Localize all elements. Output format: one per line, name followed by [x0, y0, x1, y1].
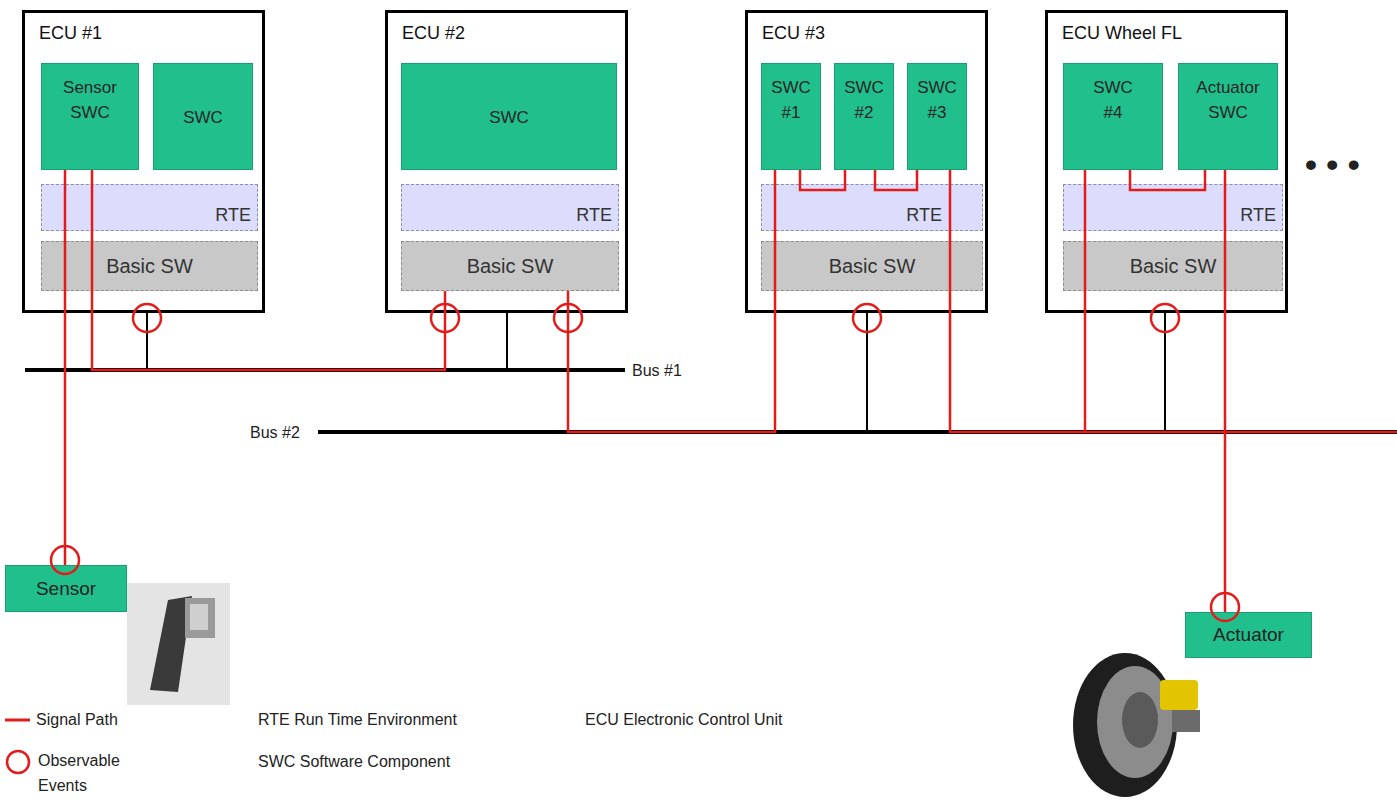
signal-path: [64, 170, 67, 565]
node-label: ECU #1: [39, 23, 102, 44]
bus-label-holder: Bus #1: [632, 359, 682, 384]
hub: [1122, 692, 1158, 748]
node-label: RTE: [906, 205, 942, 226]
bus-label: Bus #1: [632, 359, 682, 384]
swc-box: SWC: [153, 63, 253, 170]
abbreviation-label: ECU Electronic Control Unit: [585, 708, 782, 733]
node-label: SWC #2: [841, 76, 887, 125]
node-label: RTE: [576, 205, 612, 226]
rte-band: RTE: [401, 184, 619, 231]
legend-label: Signal Path: [36, 708, 118, 733]
signal-continuation: [1085, 431, 1397, 434]
swc-box: SWC #3: [907, 63, 967, 170]
wheel-illustration: [1073, 653, 1200, 797]
node-label: RTE: [215, 205, 251, 226]
node-label: Basic SW: [467, 255, 554, 278]
node-label: RTE: [1240, 205, 1276, 226]
node-label: Actuator: [1213, 624, 1284, 646]
node-label: ECU #2: [402, 23, 465, 44]
node-label: SWC #4: [1088, 76, 1138, 125]
device-box: Actuator: [1185, 612, 1312, 658]
abbreviation-label: SWC Software Component: [258, 750, 450, 775]
bus-line: [318, 430, 1397, 434]
caliper: [1160, 680, 1198, 710]
ecu-box: ECU #3 SWC #1 SWC #2 SWC #3 RTE Basic SW: [745, 10, 988, 313]
legend-entry: Observable Events: [38, 749, 133, 799]
node-label: Sensor SWC: [48, 76, 132, 125]
ellipsis-label-holder: • • •: [1305, 138, 1360, 191]
node-label: Actuator SWC: [1185, 76, 1271, 125]
device-box: Sensor: [5, 565, 127, 612]
ecu-box: ECU #2 SWC RTE Basic SW: [385, 10, 628, 313]
bus-stub: [506, 313, 508, 370]
bus-label-holder: Bus #2: [250, 421, 300, 446]
signal-path: [1224, 170, 1227, 612]
swc-box: SWC #1: [761, 63, 821, 170]
swc-box: SWC #2: [834, 63, 894, 170]
ellipsis-label: • • •: [1305, 138, 1360, 191]
node-label: Sensor: [36, 578, 96, 600]
node-label: Basic SW: [1130, 255, 1217, 278]
node-label: Basic SW: [829, 255, 916, 278]
node-label: ECU #3: [762, 23, 825, 44]
legend-samples: [5, 720, 30, 773]
abbreviation-label: RTE Run Time Environment: [258, 708, 457, 733]
node-label: SWC #1: [768, 76, 814, 125]
pedal-bracket: [190, 604, 208, 630]
legend-entry: Signal Path: [36, 708, 118, 733]
tire: [1073, 653, 1177, 797]
ecu-box: ECU Wheel FL SWC #4 Actuator SWC RTE Basic S…: [1045, 10, 1288, 313]
legend-circle-sample: [7, 751, 29, 773]
legend-label: Observable Events: [38, 749, 133, 799]
node-label: SWC: [489, 106, 529, 131]
abbreviation-label-holder: RTE Run Time Environment: [258, 708, 457, 733]
pedal-bracket: [185, 598, 215, 638]
node-label: SWC: [183, 106, 223, 131]
basic-sw-band: Basic SW: [1063, 241, 1283, 291]
swc-box: SWC #4: [1063, 63, 1163, 170]
rte-band: RTE: [41, 184, 258, 231]
actuator-body: [1172, 710, 1200, 732]
node-label: SWC #3: [914, 76, 960, 125]
pedal-illustration: [127, 583, 230, 705]
swc-box: SWC: [401, 63, 617, 170]
swc-box: Actuator SWC: [1178, 63, 1278, 170]
bus-lines: [25, 313, 1397, 432]
bus-stub: [146, 313, 148, 370]
basic-sw-band: Basic SW: [401, 241, 619, 291]
node-label: ECU Wheel FL: [1062, 23, 1182, 44]
abbreviation-label-holder: SWC Software Component: [258, 750, 450, 775]
ecu-box: ECU #1 Sensor SWC SWC RTE Basic SW: [22, 10, 265, 313]
pedal-background: [127, 583, 230, 705]
basic-sw-band: Basic SW: [41, 241, 258, 291]
legend-line-sample: [5, 719, 30, 722]
node-label: Basic SW: [106, 255, 193, 278]
swc-box: Sensor SWC: [41, 63, 139, 170]
bus-label: Bus #2: [250, 421, 300, 446]
abbreviation-label-holder: ECU Electronic Control Unit: [585, 708, 782, 733]
observable-events: [51, 304, 1239, 621]
